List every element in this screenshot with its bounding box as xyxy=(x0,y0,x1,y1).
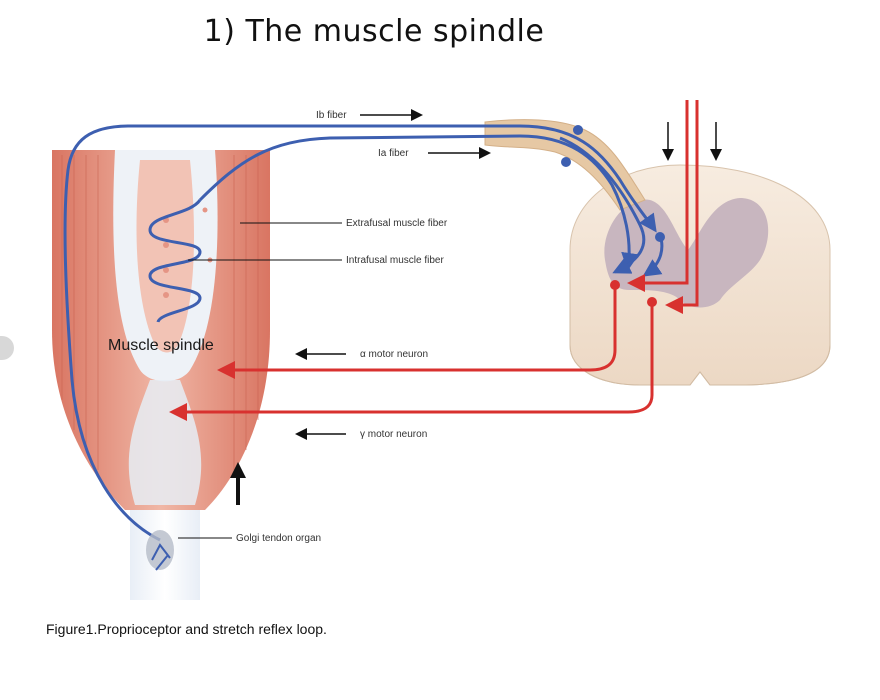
intrafusal-fiber xyxy=(136,160,194,353)
ia-fiber-path xyxy=(198,134,640,271)
page-title: 1) The muscle spindle xyxy=(203,14,545,49)
dorsal-root-ganglion xyxy=(484,119,646,211)
golgi-tendon-organ xyxy=(146,530,174,571)
extrafusal-label: Extrafusal muscle fiber xyxy=(346,218,448,229)
ib-fiber-label: Ib fiber xyxy=(316,110,347,121)
intrafusal-label: Intrafusal muscle fiber xyxy=(346,255,444,266)
figure-caption: Figure1.Proprioceptor and stretch reflex… xyxy=(46,621,327,637)
annulospiral-ending xyxy=(148,198,202,323)
motor-fibers xyxy=(169,100,699,421)
alpha-motor-path xyxy=(217,285,617,379)
spinal-cord xyxy=(569,164,831,386)
gamma-motor-label: γ motor neuron xyxy=(360,429,427,440)
muscle-spindle-label: Muscle spindle xyxy=(108,337,214,354)
ib-fiber-path xyxy=(63,124,657,542)
muscle xyxy=(52,150,270,600)
side-tab[interactable] xyxy=(0,336,14,360)
alpha-motor-label: α motor neuron xyxy=(360,349,428,360)
ia-fiber-label: Ia fiber xyxy=(378,148,409,159)
stretch-arrow-icon xyxy=(230,462,246,505)
golgi-label: Golgi tendon organ xyxy=(236,533,321,544)
gamma-motor-path xyxy=(169,302,654,421)
